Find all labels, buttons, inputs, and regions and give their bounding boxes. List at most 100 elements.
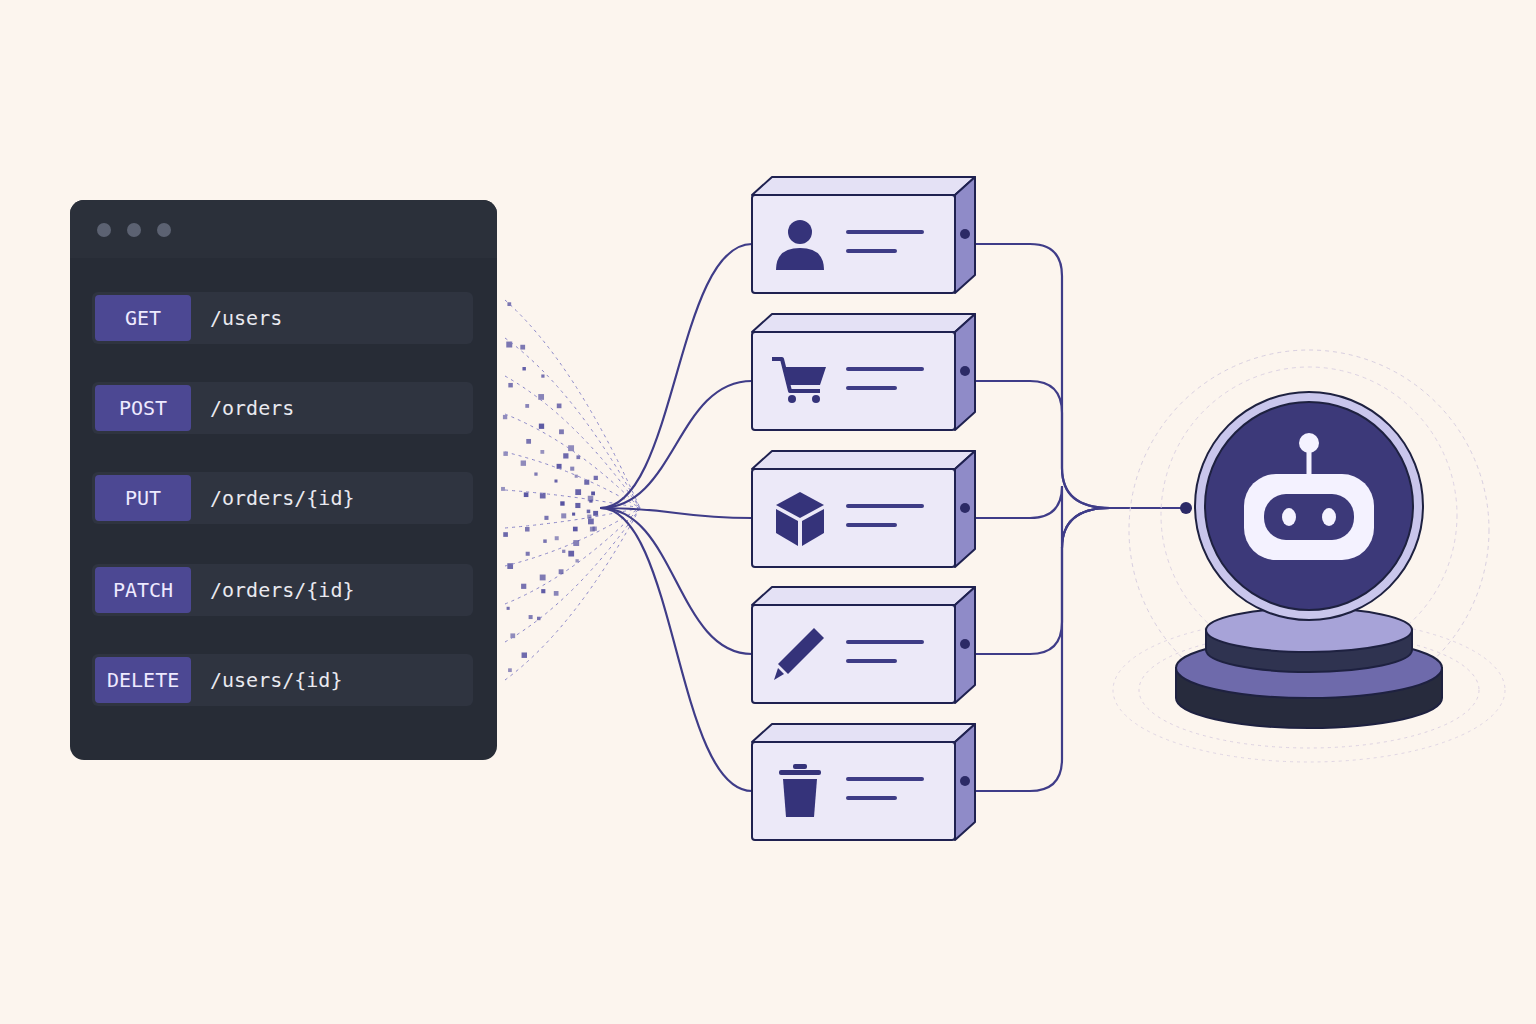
particle bbox=[572, 513, 575, 516]
particle bbox=[562, 550, 565, 553]
particle bbox=[539, 424, 544, 429]
particle bbox=[534, 472, 537, 475]
particle bbox=[559, 429, 564, 434]
particle bbox=[573, 540, 579, 546]
agent bbox=[1113, 350, 1505, 762]
particle bbox=[544, 516, 548, 520]
particle bbox=[521, 584, 526, 589]
particle bbox=[559, 569, 564, 574]
particle-trail bbox=[505, 508, 640, 680]
window-dot bbox=[127, 223, 141, 237]
endpoint-row: POST/orders bbox=[92, 382, 473, 434]
cart-icon bbox=[772, 359, 826, 403]
particle bbox=[537, 617, 540, 620]
panel-header bbox=[70, 240, 497, 258]
particle bbox=[508, 383, 512, 387]
particle-trail bbox=[505, 452, 640, 508]
wire bbox=[600, 381, 752, 508]
http-method: GET bbox=[95, 295, 191, 341]
particle bbox=[561, 513, 566, 518]
pencil-icon bbox=[774, 628, 824, 680]
particle bbox=[573, 527, 578, 532]
particle bbox=[522, 652, 527, 657]
wires bbox=[600, 244, 1192, 791]
data-particles bbox=[501, 300, 640, 680]
wire bbox=[972, 508, 1186, 654]
particle bbox=[543, 539, 546, 542]
particle bbox=[526, 552, 530, 556]
tool-box bbox=[752, 587, 975, 703]
wire-joint bbox=[1180, 502, 1192, 514]
robot-eye bbox=[1282, 508, 1296, 526]
particle bbox=[522, 367, 525, 370]
user-icon bbox=[776, 220, 824, 270]
particle bbox=[590, 527, 595, 532]
particle-trail bbox=[505, 376, 640, 508]
particle bbox=[521, 460, 526, 465]
particle-trail bbox=[505, 300, 640, 508]
particle bbox=[525, 404, 529, 408]
wire bbox=[972, 486, 1186, 548]
panel-header bbox=[70, 200, 497, 258]
endpoint-row: PATCH/orders/{id} bbox=[92, 564, 473, 616]
api-panel bbox=[70, 200, 497, 760]
particle-trail bbox=[505, 338, 640, 508]
particle bbox=[575, 559, 578, 562]
particle bbox=[575, 475, 578, 478]
particle bbox=[563, 453, 568, 458]
window-dot bbox=[97, 223, 111, 237]
particle bbox=[555, 536, 559, 540]
particle bbox=[560, 501, 564, 505]
endpoint-row: DELETE/users/{id} bbox=[92, 654, 473, 706]
particle bbox=[538, 394, 544, 400]
particle bbox=[594, 476, 598, 480]
particle bbox=[507, 607, 510, 610]
tool-box bbox=[752, 177, 975, 293]
robot-face bbox=[1244, 474, 1374, 560]
particle bbox=[503, 532, 508, 537]
particle bbox=[525, 527, 530, 532]
wire bbox=[972, 244, 1186, 508]
wire bbox=[600, 508, 752, 791]
particle bbox=[541, 589, 545, 593]
particle bbox=[520, 345, 525, 350]
particle bbox=[575, 489, 581, 495]
http-method: PATCH bbox=[95, 567, 191, 613]
tool-box bbox=[752, 314, 975, 430]
http-method: POST bbox=[95, 385, 191, 431]
endpoint-row: GET/users bbox=[92, 292, 473, 344]
robot-eye bbox=[1322, 508, 1336, 526]
wire bbox=[600, 244, 752, 508]
window-dot bbox=[157, 223, 171, 237]
halo-ring bbox=[1129, 350, 1489, 710]
particle-trail bbox=[505, 508, 640, 642]
particle-trail bbox=[505, 414, 640, 508]
particle bbox=[501, 487, 505, 491]
endpoint-path: /orders/{id} bbox=[210, 564, 355, 616]
agent-badge bbox=[1195, 392, 1423, 620]
trash-icon bbox=[779, 764, 821, 817]
endpoint-path: /orders bbox=[210, 382, 294, 434]
tool-box bbox=[752, 724, 975, 840]
wire bbox=[600, 508, 752, 654]
particle bbox=[588, 519, 594, 525]
particle bbox=[541, 374, 544, 377]
particle bbox=[503, 415, 507, 419]
http-method: PUT bbox=[95, 475, 191, 521]
agent-badge bbox=[1205, 402, 1413, 610]
particle bbox=[557, 404, 562, 409]
halo-ring bbox=[1161, 367, 1457, 663]
particle bbox=[587, 510, 591, 514]
robot-antenna bbox=[1307, 450, 1312, 475]
endpoint-path: /users/{id} bbox=[210, 654, 342, 706]
wire bbox=[972, 381, 1186, 508]
particle bbox=[587, 515, 591, 519]
particle bbox=[554, 591, 559, 596]
tool-box bbox=[752, 451, 975, 567]
endpoint-path: /orders/{id} bbox=[210, 472, 355, 524]
robot-antenna bbox=[1299, 433, 1319, 453]
particle bbox=[508, 668, 512, 672]
endpoint-row: PUT/orders/{id} bbox=[92, 472, 473, 524]
particle bbox=[591, 491, 595, 495]
http-method: DELETE bbox=[95, 657, 191, 703]
